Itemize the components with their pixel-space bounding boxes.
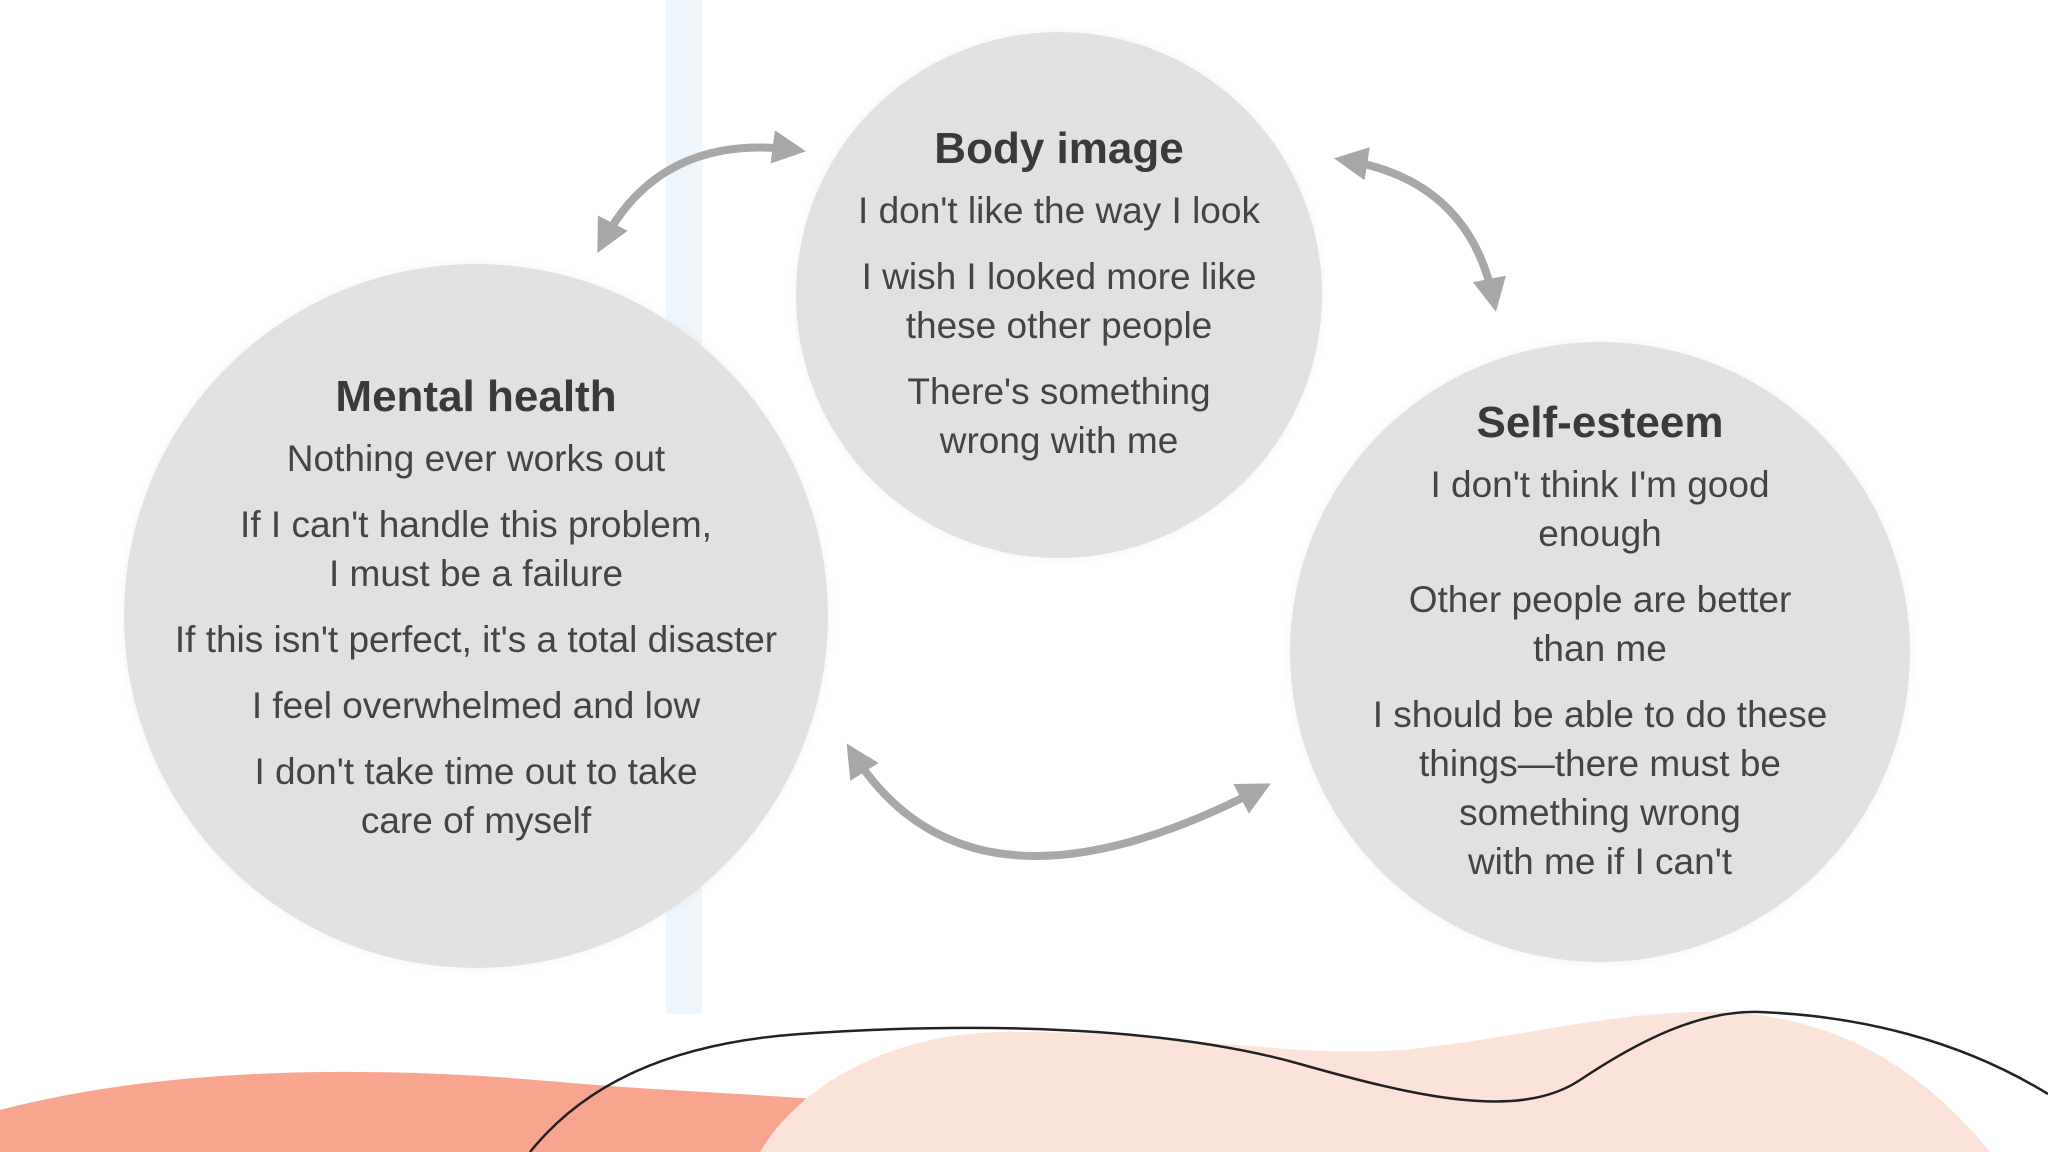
wave-light-shape <box>760 1011 1990 1152</box>
self-esteem-line: I don't think I'm good enough <box>1430 464 1770 554</box>
self-esteem-line: I should be able to do these things—ther… <box>1372 694 1828 882</box>
arrow-mental-body <box>597 130 806 253</box>
mental-health-title: Mental health <box>335 372 617 421</box>
arrow-mental-selfesteem <box>846 743 1271 860</box>
body-image-circle: Body image I don't like the way I look I… <box>796 32 1322 558</box>
body-image-line: I wish I looked more like these other pe… <box>861 256 1257 346</box>
self-esteem-circle: Self-esteem I don't think I'm good enoug… <box>1290 342 1910 962</box>
mental-health-line: I feel overwhelmed and low <box>251 685 701 726</box>
body-image-title: Body image <box>934 124 1184 173</box>
mental-health-line: If I can't handle this problem, I must b… <box>240 504 712 594</box>
self-esteem-line: Other people are better than me <box>1408 579 1792 669</box>
mental-health-line: Nothing ever works out <box>286 438 666 479</box>
self-esteem-title: Self-esteem <box>1476 398 1724 447</box>
mental-health-line: If this isn't perfect, it's a total disa… <box>174 619 778 660</box>
wave-outline <box>529 1010 2048 1152</box>
arrow-body-selfesteem <box>1334 147 1506 312</box>
mental-health-line: I don't take time out to take care of my… <box>254 751 698 841</box>
body-image-line: I don't like the way I look <box>858 190 1260 231</box>
mental-health-circle: Mental health Nothing ever works out If … <box>124 264 828 968</box>
body-image-line: There's something wrong with me <box>907 371 1211 461</box>
